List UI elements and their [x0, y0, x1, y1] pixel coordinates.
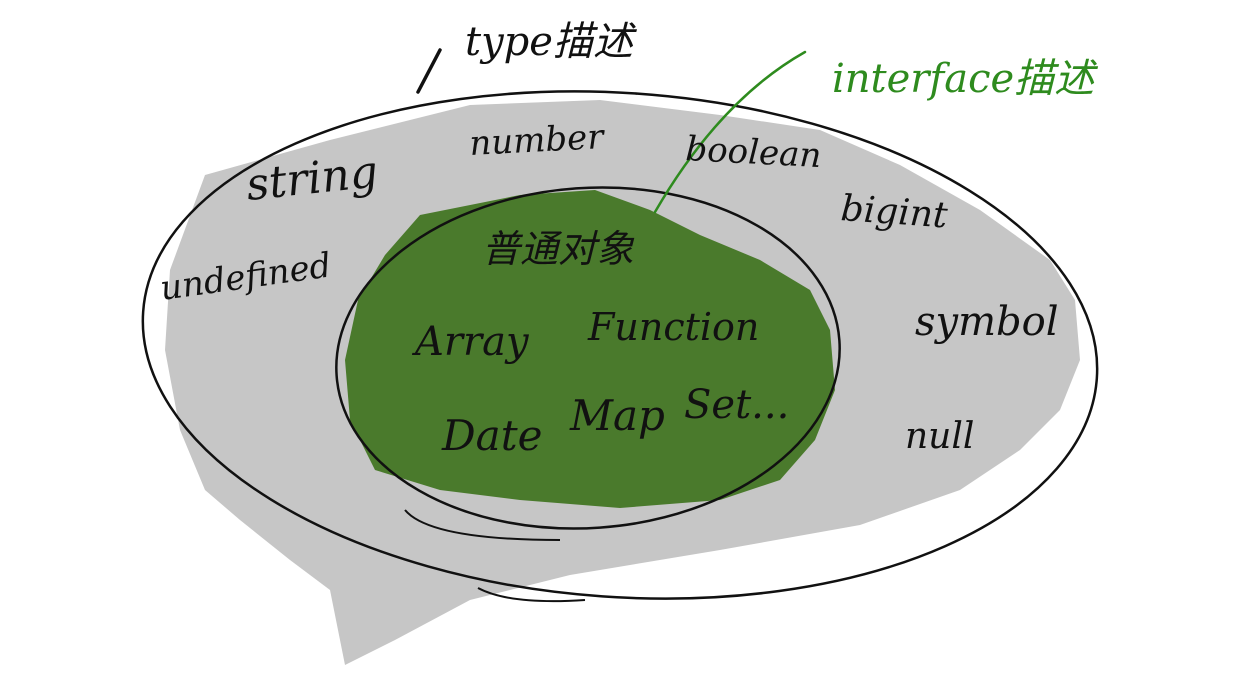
label-array: Array: [411, 319, 530, 365]
type-pointer-line: [416, 48, 442, 94]
label-null: null: [905, 416, 974, 457]
label-bigint: bigint: [839, 188, 949, 236]
label-number: number: [468, 117, 606, 164]
interface-pointer-line: [653, 50, 807, 214]
type-title: type描述: [465, 19, 638, 65]
interface-title: interface描述: [832, 56, 1099, 102]
label-boolean: boolean: [685, 129, 823, 176]
green-fill-region: [345, 190, 835, 508]
label-function: Function: [587, 305, 759, 349]
label-date: Date: [441, 411, 542, 460]
sketch-stroke-bottom-2: [477, 587, 586, 603]
label-map: Map: [569, 391, 665, 440]
label-symbol: symbol: [915, 299, 1059, 345]
label-set: Set...: [684, 382, 789, 428]
sketch-stroke-bottom-1: [404, 509, 561, 541]
outer-ellipse-type: [141, 90, 1099, 600]
label-plain-object: 普通对象: [482, 227, 635, 271]
inner-ellipse-interface: [335, 186, 841, 530]
